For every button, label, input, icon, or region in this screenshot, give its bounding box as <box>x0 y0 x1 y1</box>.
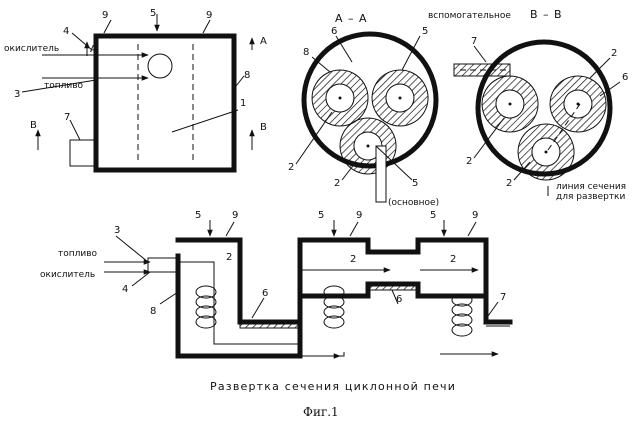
num-4-side: 4 <box>63 26 69 37</box>
marker-b-right-text: В <box>260 122 267 133</box>
partition-6-right <box>368 284 418 290</box>
num-4-unrolled: 4 <box>122 284 128 295</box>
label-main: (основное) <box>388 198 439 208</box>
num-2-aa-a: 2 <box>288 162 294 173</box>
figure-caption: Развертка сечения циклонной печи <box>210 380 456 393</box>
num-7-bb: 7 <box>471 36 477 47</box>
num-5-unrolled-c: 5 <box>430 210 436 221</box>
flow-arrow-1 <box>180 262 340 356</box>
num-2-aa-b: 2 <box>334 178 340 189</box>
burner-circle <box>148 54 172 78</box>
num-6-bb: 6 <box>622 72 628 83</box>
num-8-unrolled: 8 <box>150 306 156 317</box>
label-cut-line-1: линия сечения <box>556 182 626 192</box>
section-b-b: вспомогательное В – В 7 2 6 2 2 линия се… <box>428 8 628 202</box>
section-a-a: А – А 6 8 5 2 2 5 (основное) <box>288 12 439 208</box>
marker-a-left-text: А <box>90 44 97 55</box>
num-7-side: 7 <box>64 112 70 123</box>
num-6-aa: 6 <box>331 26 337 37</box>
num-1-side: 1 <box>240 98 246 109</box>
num-5-aa: 5 <box>422 26 428 37</box>
vortex-coil-3 <box>452 294 472 336</box>
label-oxidizer-top: окислитель <box>4 44 59 54</box>
num-9-unrolled-a: 9 <box>232 210 238 221</box>
marker-b-left-text: В <box>30 120 37 131</box>
num-6-unrolled-b: 6 <box>396 294 402 305</box>
num-3-unrolled: 3 <box>114 225 120 236</box>
num-3-side: 3 <box>14 89 20 100</box>
num-2-unrolled-a: 2 <box>226 252 232 263</box>
section-a-chambers <box>312 70 428 202</box>
vortex-coil-1 <box>196 286 216 328</box>
num-9-unrolled-c: 9 <box>472 210 478 221</box>
num-5-aa-main: 5 <box>412 178 418 189</box>
num-2-unrolled-c: 2 <box>450 254 456 265</box>
vortex-coil-2 <box>324 286 344 328</box>
num-5-unrolled-a: 5 <box>195 210 201 221</box>
label-fuel-top: топливо <box>44 81 84 91</box>
label-fuel-bottom: топливо <box>58 249 98 259</box>
num-8-side: 8 <box>244 70 250 81</box>
num-9-side-a: 9 <box>102 10 108 21</box>
outlet-7 <box>70 140 96 166</box>
num-2-bb-a: 2 <box>611 48 617 59</box>
figure-number: Фиг.1 <box>303 405 339 419</box>
num-6-unrolled-a: 6 <box>262 288 268 299</box>
num-2-bb-c: 2 <box>506 178 512 189</box>
num-9-side-b: 9 <box>206 10 212 21</box>
num-2-bb-b: 2 <box>466 156 472 167</box>
marker-a-right-text: А <box>260 36 267 47</box>
inlet-nozzle <box>148 258 178 272</box>
num-2-unrolled-b: 2 <box>350 254 356 265</box>
unrolled-section: топливо окислитель 5 9 5 9 5 9 3 4 8 2 2… <box>40 210 510 356</box>
furnace-side-view: окислитель топливо А А В В 5 9 9 4 3 8 1… <box>4 8 267 170</box>
furnace-body <box>96 36 234 170</box>
section-b-prefix: вспомогательное <box>428 11 511 21</box>
num-7-unrolled: 7 <box>500 292 506 303</box>
num-9-unrolled-b: 9 <box>356 210 362 221</box>
section-b-b-title: В – В <box>530 8 563 21</box>
label-cut-line-2: для развертки <box>556 192 625 202</box>
num-8-aa: 8 <box>303 47 309 58</box>
label-oxidizer-bottom: окислитель <box>40 270 95 280</box>
section-a-a-title: А – А <box>335 12 368 25</box>
num-5-unrolled-b: 5 <box>318 210 324 221</box>
num-5-side: 5 <box>150 8 156 19</box>
partition-6-left <box>240 322 300 328</box>
section-b-outer-ring <box>478 42 610 174</box>
